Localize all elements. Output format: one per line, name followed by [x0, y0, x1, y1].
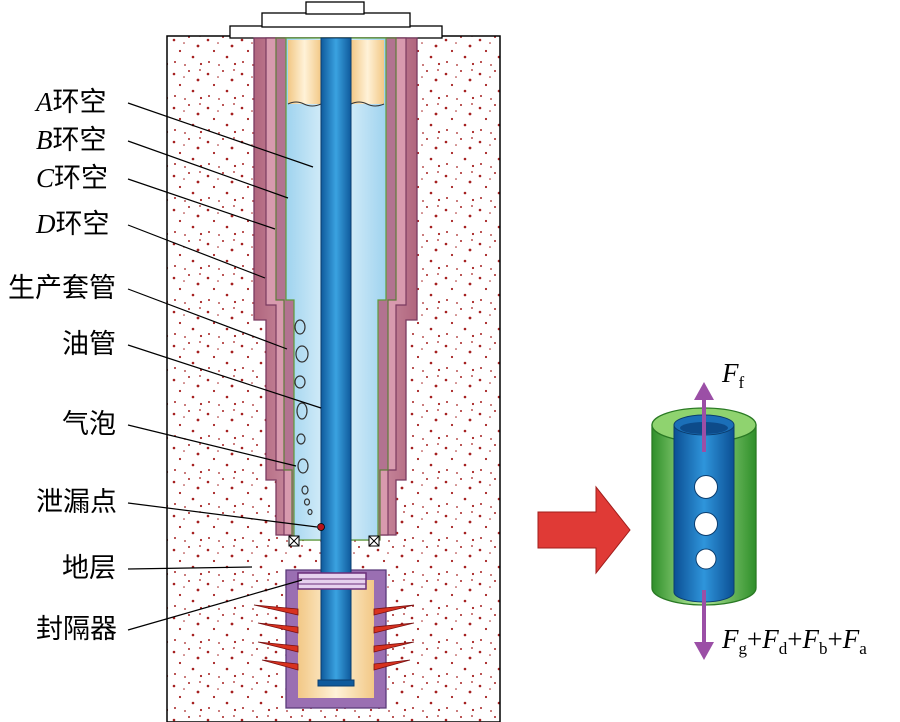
wellhead-base — [229, 25, 443, 39]
leader-packer — [127, 579, 303, 631]
leader-bubble — [127, 424, 297, 467]
force-up-label: Ff — [721, 358, 745, 392]
label-c-annulus: C环空 — [36, 163, 108, 194]
leader-c — [127, 178, 276, 230]
leader-b — [127, 140, 289, 199]
perforation-hole — [695, 548, 717, 570]
label-tubing: 油管 — [62, 329, 116, 360]
label-d-annulus: D环空 — [35, 209, 110, 240]
leak-point-marker — [317, 523, 325, 531]
leader-d — [127, 224, 266, 279]
gas-bubbles — [294, 319, 313, 516]
leader-tubing — [127, 344, 322, 409]
fluid-surface-left — [287, 101, 322, 107]
label-a-annulus: A环空 — [34, 87, 107, 118]
leader-a — [127, 102, 314, 168]
centralizer-right-icon — [368, 535, 380, 547]
tubing-end — [317, 679, 355, 687]
perforations-left — [253, 604, 299, 671]
wellhead-top — [305, 1, 365, 15]
perforation-hole — [694, 475, 718, 499]
label-bubble: 气泡 — [62, 409, 116, 440]
force-up-arrow-icon — [694, 382, 714, 452]
label-production-casing: 生产套管 — [8, 273, 116, 304]
packer-body — [297, 572, 367, 590]
perforation-hole — [694, 512, 718, 536]
leader-leak — [127, 502, 318, 528]
leader-formation — [127, 566, 253, 570]
annulus-cream-top-right — [351, 40, 384, 104]
annulus-cream-top-left — [288, 40, 321, 104]
label-packer: 封隔器 — [36, 614, 117, 645]
force-down-label: Fg+Fd+Fb+Fa — [721, 624, 867, 658]
perforations-right — [373, 604, 415, 671]
force-down-arrow-icon — [694, 590, 714, 660]
leader-casing — [127, 288, 288, 350]
fluid-surface-right — [350, 101, 385, 107]
tube-element — [651, 407, 757, 606]
label-leak-point: 泄漏点 — [36, 487, 117, 518]
label-formation: 地层 — [62, 553, 116, 584]
transition-arrow-icon — [537, 485, 631, 575]
centralizer-left-icon — [288, 535, 300, 547]
wellhead-mid — [261, 12, 411, 28]
label-b-annulus: B环空 — [36, 125, 107, 156]
